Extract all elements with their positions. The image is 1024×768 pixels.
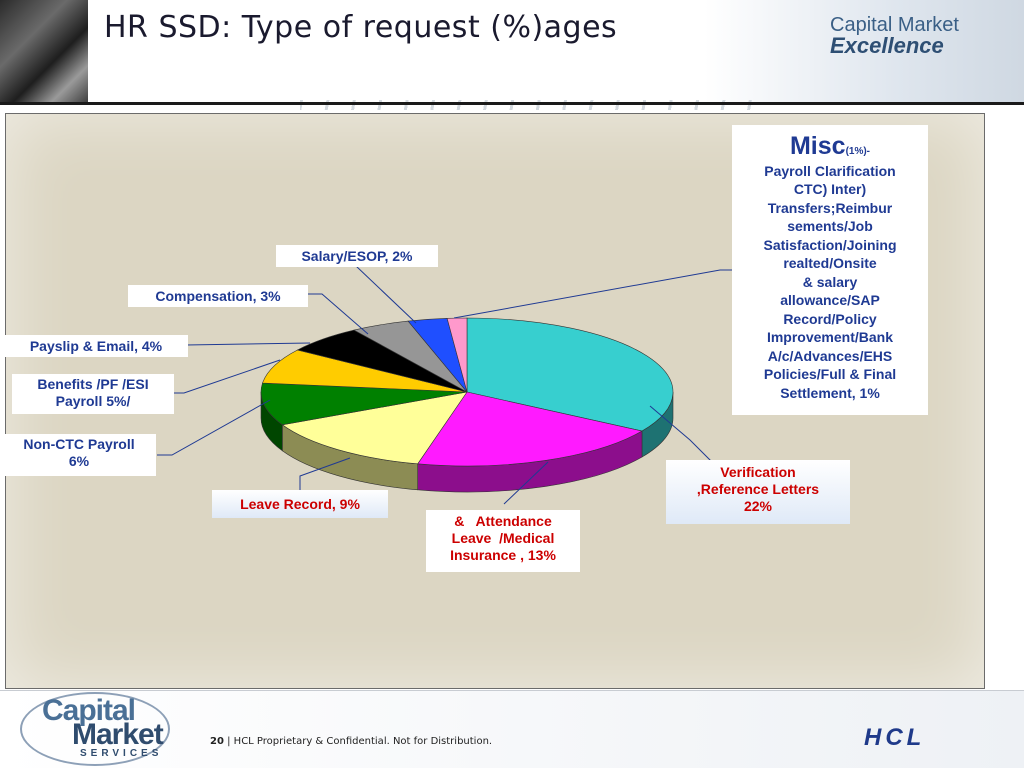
label-nonctc-line1: Non-CTC Payroll	[23, 436, 135, 452]
misc-line: Payroll Clarification	[764, 162, 896, 179]
capital-market-services-logo: Capital Market SERVICES	[20, 690, 172, 768]
label-attendance-line2: Leave /Medical	[451, 530, 555, 546]
label-verification-line1: Verification	[720, 464, 796, 480]
label-attendance-line1: & Attendance	[454, 513, 552, 529]
leader-line-salary	[355, 265, 417, 324]
label-salary-esop: Salary/ESOP, 2%	[276, 245, 438, 267]
pie-slice: Leave Record	[281, 391, 468, 465]
leader-line-nonctc	[157, 399, 271, 456]
misc-line: Policies/Full & Final	[763, 366, 897, 382]
misc-line: Transfers;Reimbur	[767, 199, 893, 216]
slide-title: HR SSD: Type of request (%)ages	[104, 10, 618, 45]
pie-slice: Verification ,Reference Letters	[466, 317, 674, 432]
header-rule	[0, 102, 1024, 105]
pie-slice: & Attendance Leave /Medical Insurance	[417, 391, 643, 467]
label-attendance-line3: Insurance , 13%	[450, 547, 556, 563]
misc-line: CTC) Inter)	[793, 181, 867, 197]
misc-line: Satisfaction/Joining	[763, 236, 897, 253]
pie-slice: Non-CTC Payroll	[260, 382, 468, 426]
pie-slice: Misc	[446, 317, 468, 393]
logo-market: Market	[72, 718, 164, 751]
leader-line-benefits	[174, 359, 281, 394]
misc-line: & salary	[802, 273, 858, 290]
hcl-wordmark: HCL	[864, 726, 925, 748]
misc-line: allowance/SAP	[780, 292, 880, 308]
leader-line-attendance	[503, 461, 549, 505]
label-leave-record: Leave Record, 9%	[212, 490, 388, 518]
label-verification-line3: 22%	[743, 498, 773, 514]
label-benefits-line1: Benefits /PF /ESI	[37, 376, 149, 392]
misc-line: Improvement/Bank	[766, 329, 894, 345]
label-benefits-line2: Payroll 5%/	[55, 393, 131, 409]
label-attendance-medical: & Attendance Leave /Medical Insurance , …	[426, 510, 580, 572]
page-number: 20	[210, 736, 224, 747]
label-verification: Verification ,Reference Letters 22%	[666, 460, 850, 524]
hcl-logo: HCL	[864, 726, 925, 748]
leader-line-payslip	[185, 342, 311, 346]
logo-capital: Capital	[42, 694, 136, 727]
misc-title: Misc	[789, 132, 846, 160]
pie-slice: Benefits /PF /ESI Payroll	[262, 349, 468, 393]
confidential-notice: HCL Proprietary & Confidential. Not for …	[233, 736, 493, 747]
brand-line2: Excellence	[830, 33, 944, 58]
header-photo	[0, 0, 88, 104]
leader-line-leave	[299, 457, 351, 490]
misc-line: sements/Job	[787, 218, 873, 234]
logo-services: SERVICES	[80, 748, 163, 759]
misc-line: Record/Policy	[783, 310, 877, 327]
label-non-ctc-payroll: Non-CTC Payroll 6%	[2, 434, 156, 476]
label-benefits: Benefits /PF /ESI Payroll 5%/	[12, 374, 174, 414]
footer	[0, 690, 1024, 768]
brand-line1: Capital Market	[830, 14, 959, 36]
label-compensation: Compensation, 3%	[128, 285, 308, 307]
footer-notice: 20 | HCL Proprietary & Confidential. Not…	[210, 736, 492, 747]
label-payslip-email: Payslip & Email, 4%	[4, 335, 188, 357]
leader-line-verification	[649, 405, 713, 463]
misc-line: A/c/Advances/EHS	[767, 347, 893, 364]
label-verification-line2: ,Reference Letters	[696, 481, 820, 497]
misc-line: Settlement, 1%	[780, 384, 880, 401]
leader-line-compensation	[308, 293, 369, 335]
label-nonctc-line2: 6%	[68, 453, 90, 469]
misc-percent: (1%)-	[845, 146, 871, 157]
footer-separator: |	[227, 736, 231, 747]
leader-line-misc	[453, 269, 732, 319]
capital-market-excellence-logo: Capital Market Excellence	[830, 14, 990, 59]
header: HR SSD: Type of request (%)ages Capital …	[0, 0, 1024, 110]
misc-line: realted/Onsite	[783, 255, 877, 271]
